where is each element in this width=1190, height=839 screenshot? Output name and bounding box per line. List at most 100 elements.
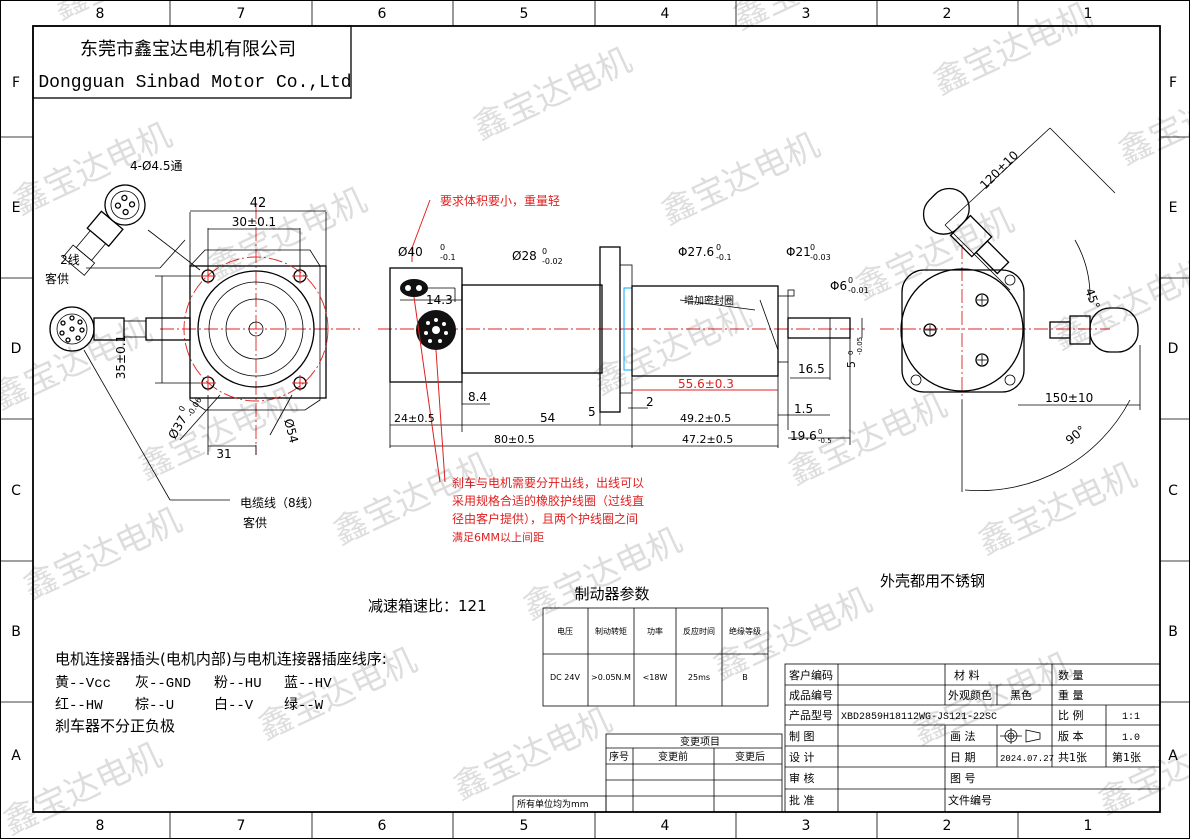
tb-design: 设 计 — [789, 751, 815, 764]
watermark: 鑫宝达电机 — [849, 200, 1020, 308]
dim-d28-tol-top: 0 — [542, 247, 547, 256]
row-label-e-right: E — [1169, 200, 1178, 216]
dim-30: 30±0.1 — [232, 215, 276, 229]
pinout-2-4: 绿--W — [284, 697, 324, 714]
note-size-weight: 要求体积要小，重量轻 — [440, 194, 560, 208]
dim-d21-tol: -0.03 — [810, 253, 831, 262]
brake-value-insulation: B — [742, 673, 748, 682]
dim-120: 120±10 — [977, 148, 1021, 192]
brake-value-voltage: DC 24V — [550, 673, 580, 682]
col-label-4-bottom: 4 — [661, 818, 670, 834]
cable-supply: 客供 — [243, 515, 267, 530]
row-label-f: F — [12, 75, 20, 91]
col-label-4: 4 — [661, 6, 670, 22]
side-view: 要求体积要小，重量轻 Ø40 0 -0.1 Ø28 0 -0.02 Φ27.6 … — [378, 194, 869, 544]
dim-31: 31 — [216, 447, 231, 461]
tb-qty: 数 量 — [1058, 669, 1084, 682]
change-table — [512, 733, 783, 813]
pinout-1-1: 黄--Vcc — [55, 674, 111, 692]
dim-d6: Φ6 — [830, 279, 847, 293]
watermark: 鑫宝达电机 — [727, 0, 898, 38]
col-label-8: 8 — [96, 6, 105, 22]
tb-appearance-value: 黑色 — [1010, 688, 1032, 702]
tb-approve: 批 准 — [789, 793, 815, 807]
wire2-supply: 客供 — [45, 271, 69, 286]
col-label-1: 1 — [1084, 6, 1093, 22]
dim-80: 80±0.5 — [494, 433, 535, 446]
row-label-b-right: B — [1168, 624, 1178, 640]
right-view: 120±10 45° 150±10 90° — [880, 127, 1141, 492]
change-header-no: 序号 — [609, 750, 629, 763]
dim-5: 5 — [588, 405, 596, 419]
watermark: 鑫宝达电机 — [202, 180, 373, 288]
watermark: 鑫宝达电机 — [0, 310, 158, 418]
brake-params-table — [542, 607, 769, 707]
tb-appearance: 外观颜色 — [948, 688, 992, 702]
col-label-8-bottom: 8 — [96, 818, 105, 834]
col-label-3: 3 — [802, 6, 811, 22]
pinout-2-1: 红--HW — [55, 697, 103, 714]
projection-symbol-icon — [1000, 728, 1041, 744]
dim-47-2: 47.2±0.5 — [682, 433, 733, 446]
dim-55-6: 55.6±0.3 — [678, 377, 734, 391]
ratio-note: 减速箱速比：121 — [368, 597, 487, 615]
tb-scale-value: 1:1 — [1122, 712, 1140, 723]
holes-label: 4-Ø4.5通 — [130, 159, 183, 173]
left-view: 42 30±0.1 4-Ø4.5通 2线 客供 35±0.1 Ø37 0 -0.… — [45, 159, 360, 530]
brake-params-title: 制动器参数 — [574, 585, 649, 603]
dim-16-5: 16.5 — [798, 362, 825, 376]
col-label-2-bottom: 2 — [943, 818, 952, 834]
watermark: 鑫宝达电机 — [447, 700, 618, 808]
brake-header-insulation: 绝缘等级 — [729, 626, 761, 636]
watermark: 鑫宝达电机 — [467, 40, 638, 148]
dim-d27: Φ27.6 — [678, 245, 714, 259]
brake-header-torque: 制动转矩 — [595, 626, 627, 636]
tb-model-label: 产品型号 — [789, 708, 833, 722]
tb-drawing-no: 图 号 — [950, 772, 976, 785]
tb-weight: 重 量 — [1058, 688, 1084, 702]
angle-90: 90° — [1063, 423, 1088, 447]
dim-d6-tol-top: 0 — [848, 276, 853, 285]
brake-value-torque: >0.05N.M — [591, 673, 631, 682]
watermark: 鑫宝达电机 — [972, 455, 1143, 563]
watermark: 鑫宝达电机 — [1112, 65, 1190, 173]
col-label-2: 2 — [943, 6, 952, 22]
company-name-en: Dongguan Sinbad Motor Co.,Ltd — [38, 73, 351, 93]
tb-scale-label: 比 例 — [1058, 708, 1084, 722]
dim-d27-tol-top: 0 — [716, 243, 721, 252]
brake-header-power: 功率 — [647, 626, 663, 636]
dim-24: 24±0.5 — [394, 412, 435, 425]
tb-projection: 画 法 — [950, 729, 976, 743]
col-label-7-bottom: 7 — [237, 818, 246, 834]
pinout-2-2: 棕--U — [135, 697, 174, 714]
wire-note-4: 满足6MM以上间距 — [452, 531, 544, 544]
tb-date-label: 日 期 — [950, 751, 976, 764]
change-header-after: 变更后 — [735, 750, 765, 763]
brake-value-power: <18W — [643, 673, 668, 682]
row-label-e: E — [12, 200, 21, 216]
dim-d40-tol-top: 0 — [440, 243, 445, 252]
dim-d21: Φ21 — [786, 245, 811, 259]
dim-35: 35±0.1 — [114, 335, 128, 379]
tb-date-value: 2024.07.27 — [1000, 754, 1054, 764]
dim-d21-tol-top: 0 — [810, 243, 815, 252]
cable-label: 电缆线（8线） — [240, 496, 320, 510]
dim-d28-tol: -0.02 — [542, 257, 563, 266]
change-header-before: 变更前 — [658, 750, 688, 763]
col-label-6: 6 — [378, 6, 387, 22]
watermark: 鑫宝达电机 — [0, 735, 168, 839]
pinout-1-4: 蓝--HV — [284, 675, 332, 692]
watermark: 鑫宝达电机 — [17, 500, 188, 608]
row-label-f-right: F — [1169, 75, 1177, 91]
brake-note: 刹车器不分正负极 — [55, 717, 175, 735]
dim-37-tol-top: 0 — [177, 404, 187, 413]
wire-note-1: 刹车与电机需要分开出线，出线可以 — [452, 475, 644, 490]
watermark: 鑫宝达电机 — [47, 0, 218, 28]
pinout-1-2: 灰--GND — [135, 675, 191, 692]
dim-54-side: 54 — [540, 411, 555, 425]
seal-note: 增加密封圈 — [684, 294, 734, 307]
col-label-5-bottom: 5 — [520, 818, 529, 834]
dim-150: 150±10 — [1045, 391, 1093, 405]
wire-note-3: 径由客户提供），且两个护线圈之间 — [452, 511, 638, 526]
